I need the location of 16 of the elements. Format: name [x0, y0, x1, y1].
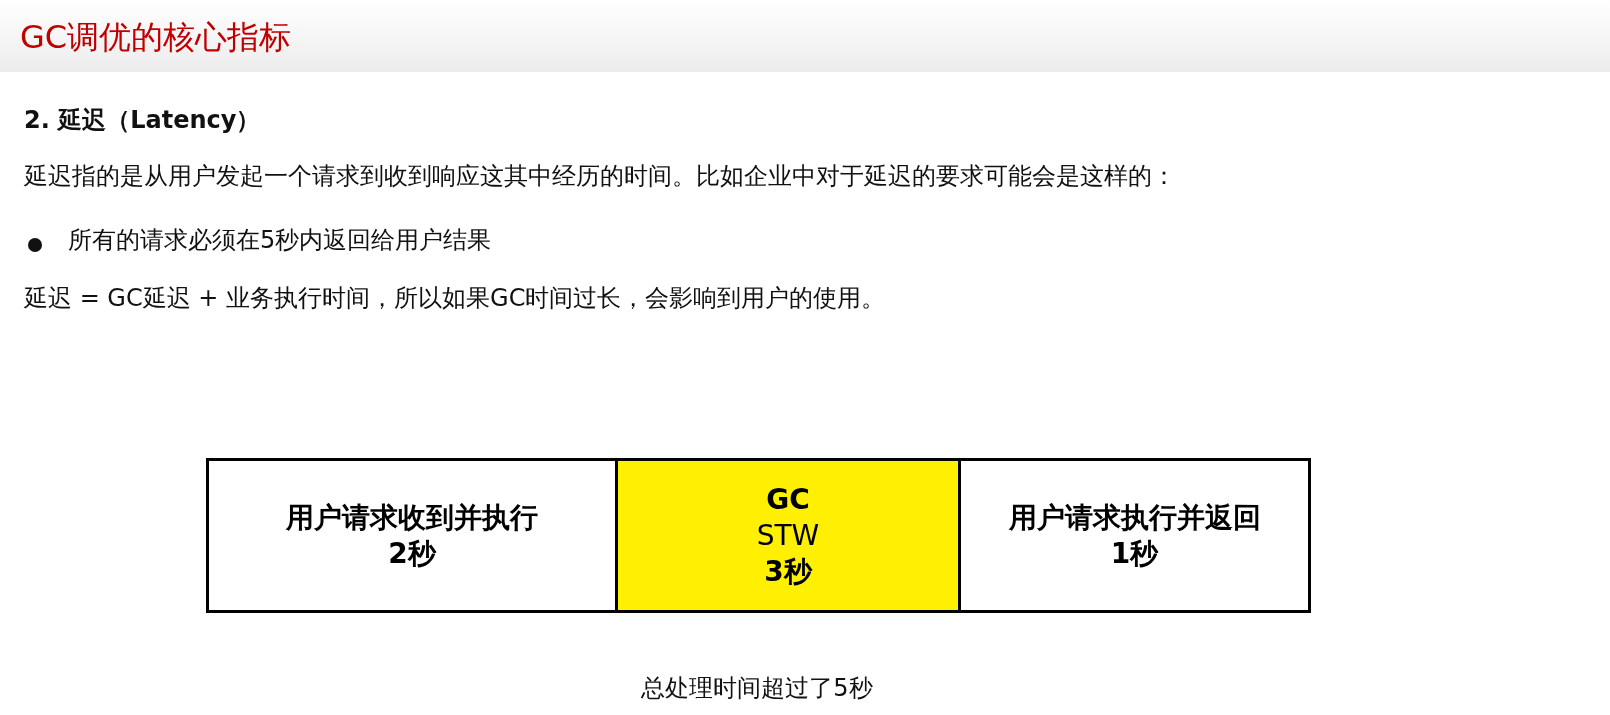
caption-text: 总处理时间超过了5秒: [641, 673, 873, 704]
timeline-segment: [615, 458, 961, 613]
timeline-segment: [958, 458, 1311, 613]
segment-title: 用户请求收到并执行: [286, 499, 538, 536]
section-heading: 2. 延迟（Latency）: [24, 105, 261, 136]
segment-title: GC: [766, 481, 810, 518]
segment-text: 2秒: [388, 535, 436, 572]
bullet-text: 所有的请求必须在5秒内返回给用户结果: [68, 225, 492, 256]
segment-text: STW: [756, 517, 820, 554]
timeline-segment: [206, 458, 618, 613]
segment-title: 用户请求执行并返回: [1008, 499, 1261, 536]
segment-text: 3秒: [764, 553, 812, 590]
formula-text: 延迟 = GC延迟 + 业务执行时间，所以如果GC时间过长，会影响到用户的使用。: [24, 283, 886, 314]
segment-text: 1秒: [1110, 535, 1159, 572]
slide-title: GC调优的核心指标: [20, 17, 292, 58]
paragraph: 延迟指的是从用户发起一个请求到收到响应这其中经历的时间。比如企业中对于延迟的要求可能会是这样的：: [24, 161, 1176, 192]
